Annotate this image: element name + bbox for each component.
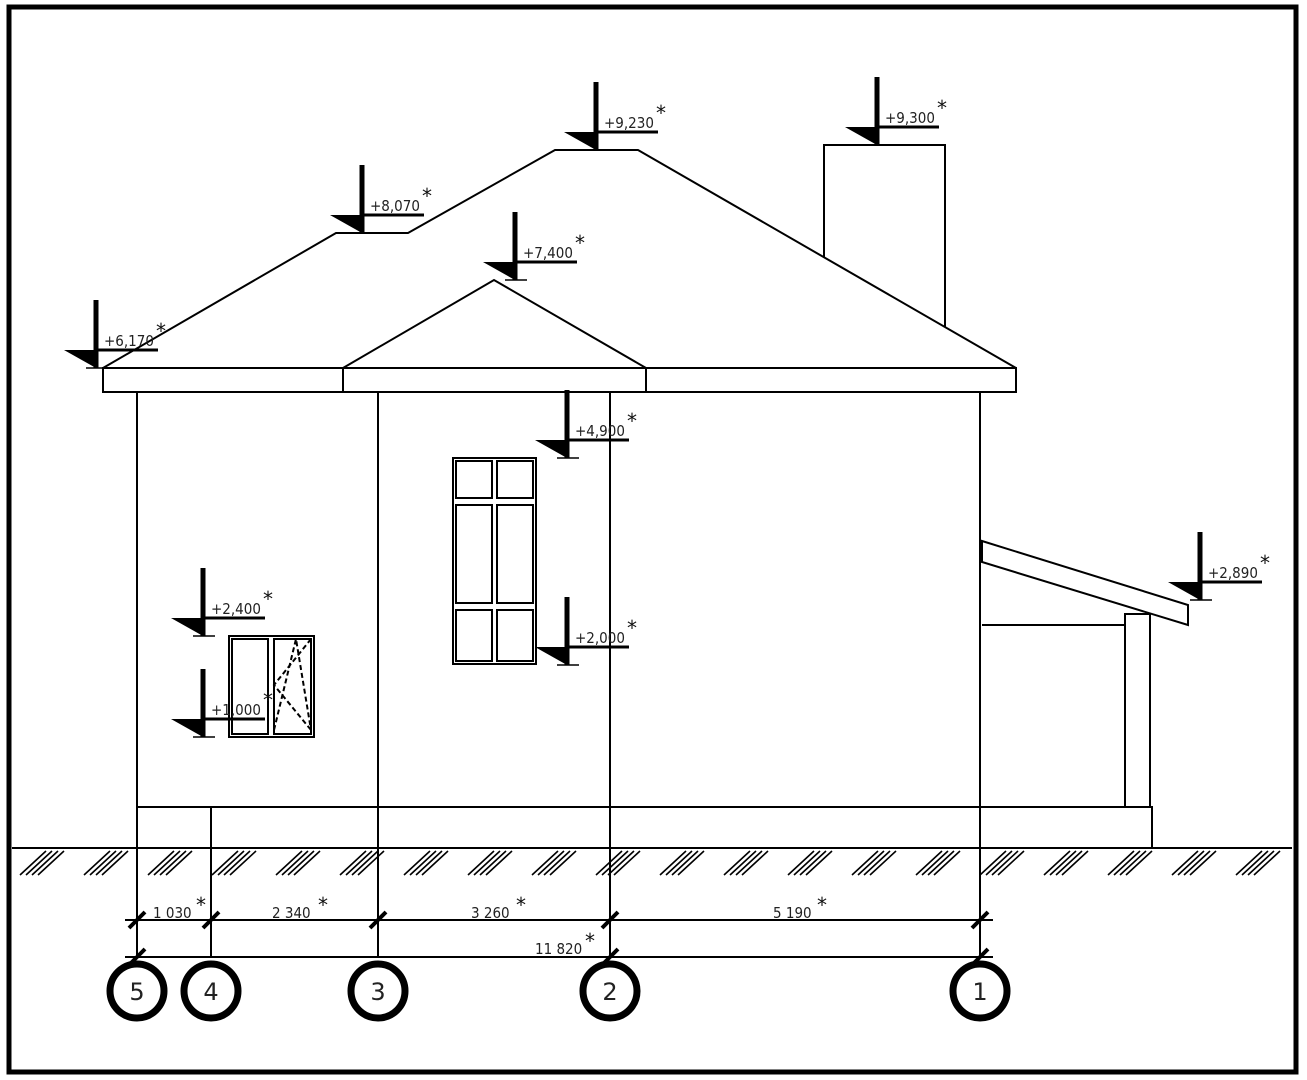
eaves-band	[102, 367, 1017, 393]
level-mark: +1,000*	[171, 669, 273, 738]
level-label: +7,400	[523, 244, 573, 262]
front-gable	[342, 278, 647, 369]
level-star: *	[937, 96, 947, 120]
level-mark: +9,230*	[564, 82, 666, 151]
level-star: *	[263, 688, 273, 712]
dimension-tick	[368, 910, 388, 930]
svg-text:*: *	[585, 929, 595, 953]
level-label: +4,900	[575, 422, 625, 440]
dim-5190: 5 190	[773, 904, 812, 922]
svg-text:*: *	[318, 893, 328, 917]
level-marks: +6,170*+8,070*+9,230*+7,400*+9,300*+4,90…	[64, 77, 1270, 738]
dim-2340: 2 340	[272, 904, 311, 922]
dimension-tick	[127, 910, 147, 930]
axis-bubble-3: 3	[347, 960, 409, 1022]
porch-post	[1124, 613, 1151, 808]
level-mark: +2,400*	[171, 568, 273, 637]
level-label: +9,300	[885, 109, 935, 127]
axis-label: 1	[972, 978, 987, 1006]
level-label: +1,000	[211, 701, 261, 719]
dim-1030: 1 030	[153, 904, 192, 922]
level-star: *	[422, 184, 432, 208]
level-label: +9,230	[604, 114, 654, 132]
dimension-tick	[600, 910, 620, 930]
axis-label: 2	[602, 978, 617, 1006]
level-label: +6,170	[104, 332, 154, 350]
level-star: *	[156, 319, 166, 343]
drawing-frame	[6, 4, 1299, 1075]
axis-label: 3	[370, 978, 385, 1006]
chimney	[823, 144, 946, 327]
level-mark: +4,900*	[535, 390, 637, 459]
dimension-labels: 1 030 * 2 340 * 3 260 * 5 190 * 11 820 *	[153, 893, 827, 958]
main-roof	[102, 149, 1017, 369]
level-mark: +7,400*	[483, 212, 585, 281]
axis-label: 5	[129, 978, 144, 1006]
level-mark: +8,070*	[330, 165, 432, 234]
axis-bubble-5: 5	[106, 960, 168, 1022]
level-label: +2,000	[575, 629, 625, 647]
plinth	[136, 806, 1153, 849]
svg-text:*: *	[516, 893, 526, 917]
porch-roof	[981, 539, 1189, 627]
level-star: *	[656, 101, 666, 125]
dimension-tick	[970, 910, 990, 930]
grid-axes: 5 4 3 2 1	[106, 960, 1011, 1022]
axis-bubble-1: 1	[949, 960, 1011, 1022]
svg-text:*: *	[817, 893, 827, 917]
house-outline	[102, 144, 1189, 958]
window-tall	[452, 457, 537, 665]
window-small	[228, 635, 315, 738]
level-label: +2,400	[211, 600, 261, 618]
level-star: *	[263, 587, 273, 611]
ground-line	[12, 847, 1292, 876]
svg-text:*: *	[196, 893, 206, 917]
dimension-tick	[201, 910, 221, 930]
level-mark: +2,890*	[1168, 532, 1270, 601]
axis-bubble-2: 2	[579, 960, 641, 1022]
dim-total: 11 820	[535, 940, 582, 958]
level-star: *	[627, 616, 637, 640]
level-label: +8,070	[370, 197, 420, 215]
dim-3260: 3 260	[471, 904, 510, 922]
level-mark: +2,000*	[535, 597, 637, 666]
level-star: *	[627, 409, 637, 433]
level-star: *	[575, 231, 585, 255]
level-mark: +6,170*	[64, 300, 166, 369]
axis-bubble-4: 4	[180, 960, 242, 1022]
level-label: +2,890	[1208, 564, 1258, 582]
level-star: *	[1260, 551, 1270, 575]
axis-label: 4	[203, 978, 218, 1006]
level-mark: +9,300*	[845, 77, 947, 146]
